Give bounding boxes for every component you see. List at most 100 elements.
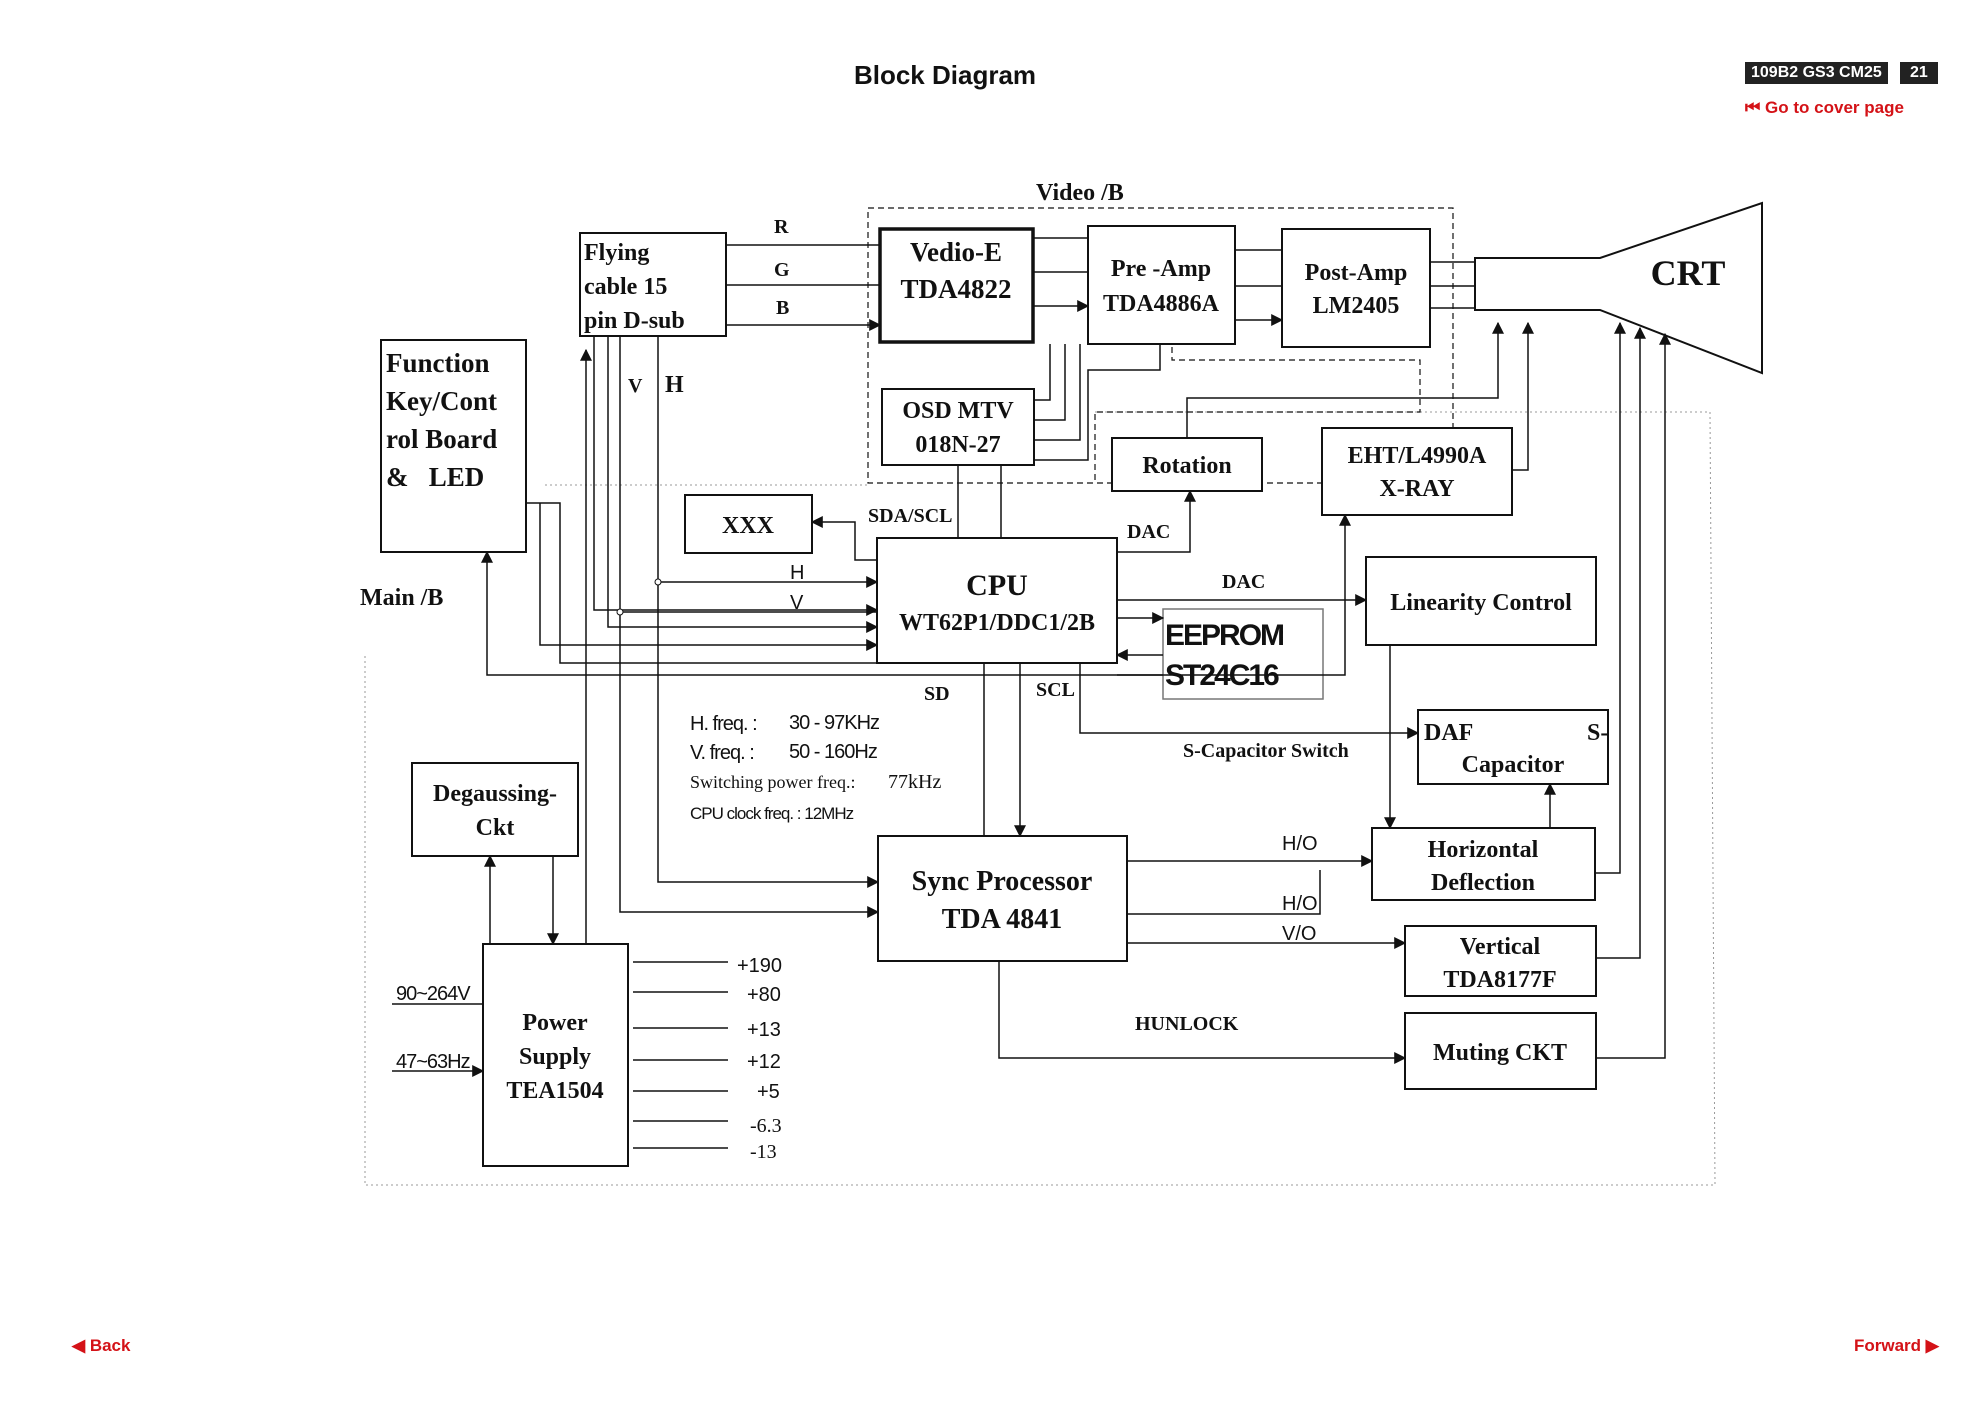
eeprom-line1: EEPROM [1165, 619, 1283, 652]
eht-line1: EHT/L4990A [1348, 443, 1487, 469]
crt-block: CRT [1474, 201, 1763, 375]
function-key-line1: Function [386, 348, 490, 378]
rail-neg-6-3: -6.3 [750, 1115, 782, 1137]
osd-block: OSD MTV 018N-27 [881, 388, 1035, 466]
daf-line1: DAF [1424, 720, 1473, 746]
v-freq-label: V. freq. : [690, 742, 754, 764]
spec-notes: H. freq. : 30 - 97KHz V. freq. : 50 - 16… [690, 712, 941, 823]
go-to-cover-link[interactable]: ⏮ Go to cover page [1745, 98, 1904, 118]
forward-link[interactable]: Forward ▶ [1854, 1336, 1939, 1356]
degaussing-line1: Degaussing- [433, 781, 557, 807]
crt-label: CRT [1651, 253, 1726, 293]
power-line3: TEA1504 [506, 1078, 603, 1104]
main-board-outline [364, 411, 1716, 1186]
function-key-block: Function Key/Cont rol Board & LED [380, 339, 527, 553]
forward-arrow-icon: ▶ [1925, 1336, 1939, 1355]
signal-sd: SD [924, 683, 950, 705]
flying-cable-line3: pin D-sub [584, 308, 685, 334]
sync-processor-block: Sync Processor TDA 4841 [877, 835, 1128, 962]
cpu-line1: CPU [966, 569, 1028, 602]
eht-block: EHT/L4990A X-RAY [1321, 427, 1513, 516]
eeprom-block: EEPROM ST24C16 [1162, 608, 1324, 700]
model-badge: 109B2 GS3 CM25 [1745, 62, 1888, 84]
signal-sda-scl: SDA/SCL [868, 505, 952, 527]
h-freq-value: 30 - 97KHz [789, 712, 879, 734]
signal-dac-1: DAC [1127, 521, 1170, 543]
function-key-line2: Key/Cont [386, 386, 497, 416]
post-amp-line1: Post-Amp [1305, 260, 1408, 286]
flying-cable-block: Flying cable 15 pin D-sub [579, 232, 727, 337]
ac-frequency-label: 47~63Hz [396, 1051, 470, 1073]
muting-block: Muting CKT [1404, 1012, 1597, 1090]
rail-neg-13: -13 [750, 1141, 777, 1163]
muting-label: Muting CKT [1433, 1040, 1567, 1066]
linearity-label: Linearity Control [1390, 590, 1572, 616]
osd-line1: OSD MTV [902, 398, 1014, 424]
sync-line1: Sync Processor [912, 866, 1093, 897]
rail-5: +5 [757, 1081, 780, 1103]
function-key-line3: rol Board [386, 424, 497, 454]
cover-link-label: Go to cover page [1765, 98, 1904, 117]
cpu-h-label: H [790, 562, 804, 584]
signal-vo: V/O [1282, 923, 1316, 945]
rotation-block: Rotation [1111, 437, 1263, 492]
post-amp-block: Post-Amp LM2405 [1281, 228, 1431, 348]
page-number: 21 [1900, 62, 1938, 84]
back-arrow-icon: ◀ [72, 1336, 86, 1355]
xxx-block: XXX [684, 494, 813, 554]
skip-back-icon: ⏮ [1745, 98, 1761, 117]
vedio-e-block: Vedio-E TDA4822 [878, 227, 1035, 344]
degaussing-line2: Ckt [476, 815, 515, 841]
power-line2: Supply [519, 1044, 591, 1070]
rail-190: +190 [737, 955, 782, 977]
power-supply-block: Power Supply TEA1504 [482, 943, 629, 1167]
osd-line2: 018N-27 [915, 432, 1000, 458]
vertical-line1: Vertical [1460, 934, 1541, 960]
rotation-label: Rotation [1142, 453, 1231, 479]
power-line1: Power [522, 1010, 588, 1036]
v-freq-value: 50 - 160Hz [789, 741, 877, 763]
video-board-label: Video /B [1036, 180, 1124, 206]
horizontal-line2: Deflection [1431, 870, 1535, 896]
signal-b: B [776, 297, 789, 319]
pre-amp-line1: Pre -Amp [1111, 256, 1211, 282]
back-label: Back [89, 1336, 131, 1355]
page-title: Block Diagram [853, 60, 1037, 90]
horizontal-block: Horizontal Deflection [1371, 827, 1596, 901]
signal-h: H [665, 372, 684, 398]
post-amp-line2: LM2405 [1313, 293, 1400, 319]
xxx-label: XXX [722, 513, 775, 539]
daf-block: DAF S- Capacitor [1417, 709, 1609, 785]
forward-label: Forward [1854, 1336, 1922, 1355]
pre-amp-line2: TDA4886A [1103, 291, 1220, 317]
power-rails: +190 +80 +13 +12 +5 -6.3 -13 [633, 955, 782, 1163]
main-board-label: Main /B [360, 585, 443, 611]
signal-hunlock: HUNLOCK [1135, 1013, 1239, 1035]
daf-line2: Capacitor [1462, 752, 1565, 778]
flying-cable-line1: Flying [584, 240, 649, 266]
cpu-clock-note: CPU clock freq. : 12MHz [690, 804, 854, 823]
cpu-line2: WT62P1/DDC1/2B [899, 610, 1095, 636]
signal-ho-2: H/O [1282, 893, 1318, 915]
back-link[interactable]: ◀ Back [72, 1336, 130, 1356]
sync-line2: TDA 4841 [942, 904, 1063, 935]
vedio-e-line1: Vedio-E [910, 237, 1002, 267]
switching-freq-value: 77kHz [888, 771, 941, 793]
signal-scl: SCL [1036, 679, 1075, 701]
rail-13: +13 [747, 1019, 781, 1041]
daf-s-label: S- [1587, 720, 1608, 746]
signal-g: G [774, 259, 790, 281]
ac-voltage-label: 90~264V [396, 983, 471, 1005]
signal-dac-2: DAC [1222, 571, 1265, 593]
flying-cable-line2: cable 15 [584, 274, 667, 300]
signal-r: R [774, 216, 789, 238]
eht-line2: X-RAY [1379, 476, 1454, 502]
switching-freq-label: Switching power freq.: [690, 772, 855, 792]
signal-v: V [628, 375, 643, 397]
rail-12: +12 [747, 1051, 781, 1073]
pre-amp-block: Pre -Amp TDA4886A [1087, 225, 1236, 345]
rail-80: +80 [747, 984, 781, 1006]
horizontal-line1: Horizontal [1428, 837, 1539, 863]
cpu-v-label: V [790, 592, 804, 614]
